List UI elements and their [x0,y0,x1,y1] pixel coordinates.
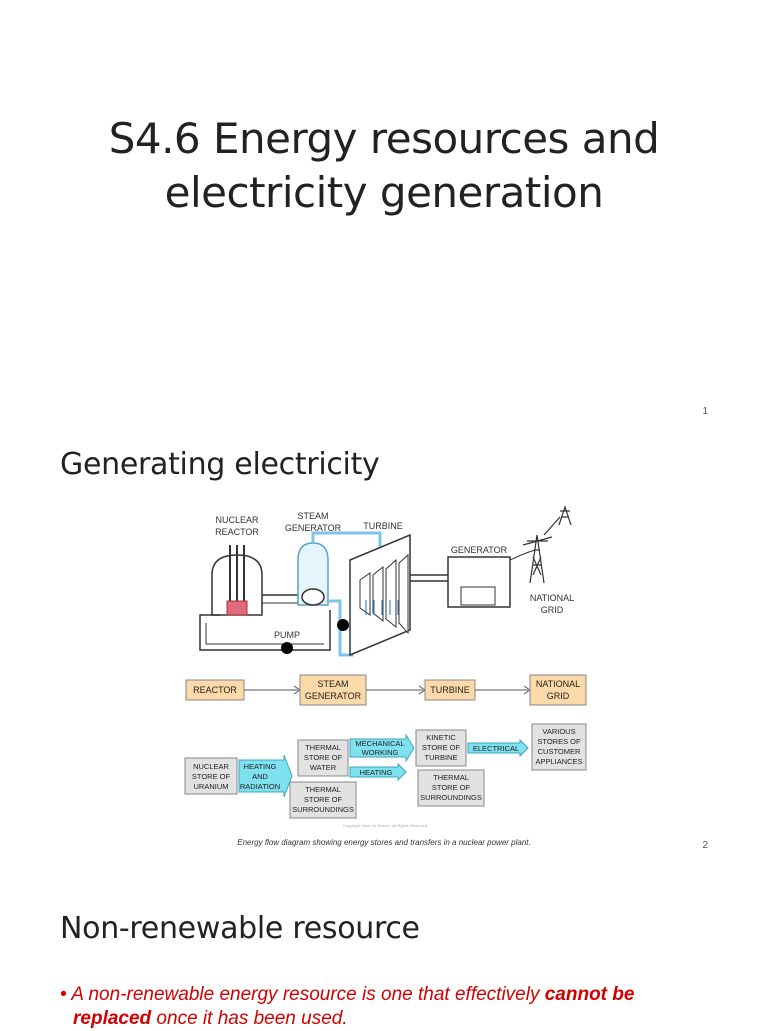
arrow-heating [349,762,407,782]
box-kinetic-turbine [415,729,467,767]
bullet-text: once it has been used. [151,1008,348,1029]
text-store-of: STORE OF [432,783,471,792]
box-various-stores [531,723,587,771]
pump-dot [337,619,349,631]
text-and: AND [252,772,268,781]
text-store-of: STORE OF [192,772,231,781]
text-customer: CUSTOMER [538,747,581,756]
text-store-of: STORE OF [304,795,343,804]
bullet-point: • A non-renewable energy resource is one… [60,983,720,1031]
steam-generator-vessel [297,542,329,606]
text-heating-arrow: HEATING [360,768,393,777]
page-number: 1 [702,406,708,417]
text-working: WORKING [362,748,399,757]
box-thermal-surroundings-1 [289,781,357,819]
flow-turbine-label: TURBINE [430,685,470,695]
label-pump: PUMP [274,630,300,640]
reactor-vessel [211,545,263,616]
text-store-of: STORE OF [304,753,343,762]
box-thermal-surroundings-2 [417,769,485,807]
label-steam-generator: GENERATOR [285,523,342,533]
bullet-emphasis: replaced [73,1008,152,1029]
text-stores-of: STORES OF [537,737,581,746]
pump-dot [281,642,293,654]
arrow-heating-radiation [238,754,293,798]
copyright-text: Copyright Save My Exams. All Rights Rese… [343,823,427,828]
text-various: VARIOUS [542,727,575,736]
label-steam: STEAM [297,511,328,521]
bullet-text: • A non-renewable energy resource is one… [60,984,545,1005]
label-national: NATIONAL [530,593,574,603]
text-heating: HEATING [244,762,277,771]
section-heading: Non-renewable resource [60,911,420,946]
text-surroundings: SURROUNDINGS [292,805,354,814]
arrow-electrical [467,738,529,758]
text-water: WATER [310,763,337,772]
flow-reactor-label: REACTOR [193,685,237,695]
page-number: 2 [702,840,708,851]
flow-national-label: NATIONAL [536,679,580,689]
arrow-mechanical-working [349,733,415,763]
label-nuclear: NUCLEAR [215,515,259,525]
text-nuclear: NUCLEAR [193,762,229,771]
text-thermal: THERMAL [305,785,341,794]
slide-title: S4.6 Energy resources and electricity ge… [0,112,768,220]
text-appliances: APPLIANCES [535,757,582,766]
power-plant-diagram: NUCLEAR REACTOR STEAM GENERATOR TURBINE … [184,505,587,828]
box-nuclear-store [184,757,238,795]
flow-box-national-grid [529,674,587,706]
slide-title-line1: S4.6 Energy resources and [108,114,660,163]
label-generator: GENERATOR [451,545,508,555]
flow-grid-label: GRID [547,691,570,701]
text-kinetic: KINETIC [426,733,456,742]
text-radiation: RADIATION [240,782,280,791]
generator-unit [447,556,511,608]
label-turbine: TURBINE [363,521,403,531]
text-store-of: STORE OF [422,743,461,752]
text-surroundings: SURROUNDINGS [420,793,482,802]
text-electrical: ELECTRICAL [473,744,519,753]
text-turbine: TURBINE [425,753,458,762]
text-mechanical: MECHANICAL [355,739,404,748]
label-reactor: REACTOR [215,527,259,537]
turbine [349,533,411,657]
box-thermal-water [297,739,349,777]
bullet-emphasis: cannot be [544,984,635,1005]
label-grid: GRID [541,605,564,615]
pylon-icon [522,505,572,584]
text-thermal: THERMAL [433,773,469,782]
slide-title-line2: electricity generation [164,168,604,217]
text-thermal: THERMAL [305,743,341,752]
section-heading: Generating electricity [60,447,380,482]
text-uranium: URANIUM [194,782,229,791]
diagram-caption: Energy flow diagram showing energy store… [237,838,531,847]
flow-generator-label: GENERATOR [305,691,362,701]
flow-steam-label: STEAM [317,679,348,689]
